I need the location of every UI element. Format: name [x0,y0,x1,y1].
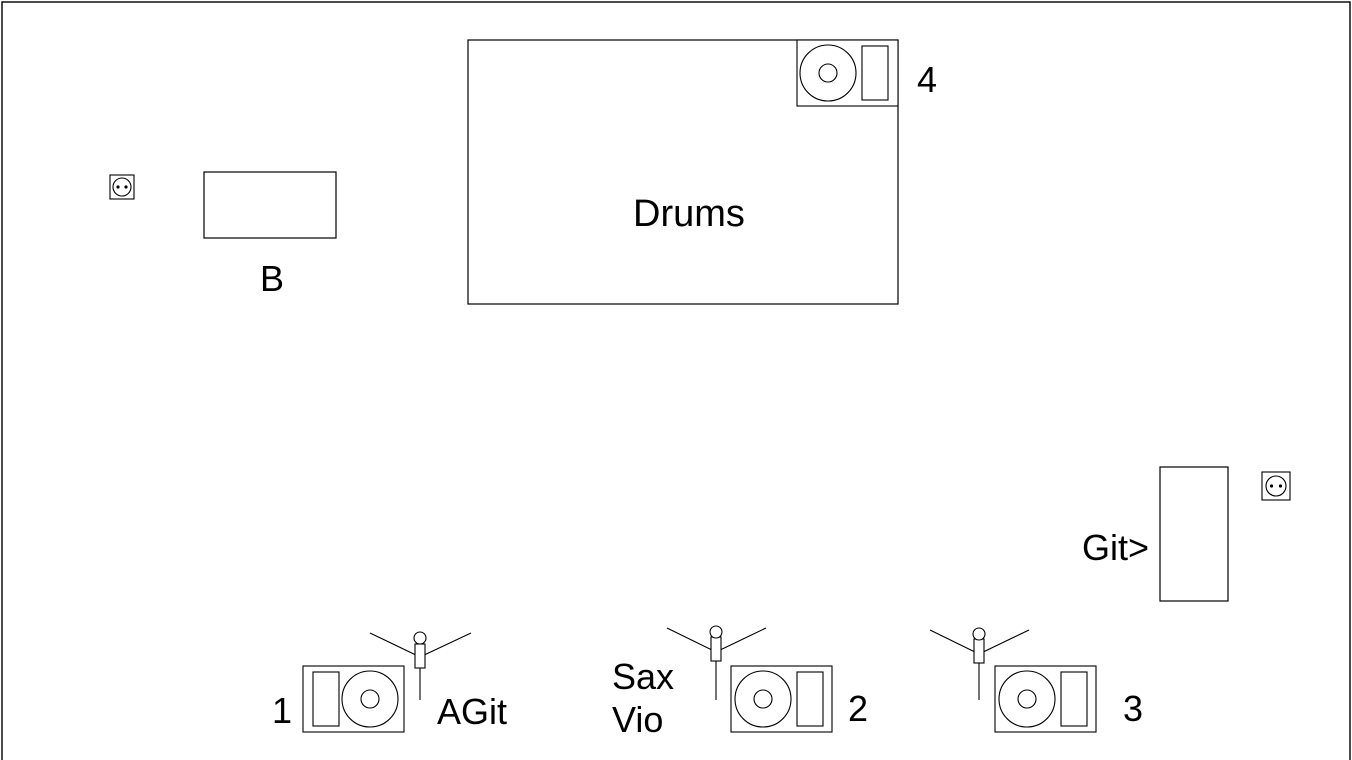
monitor-3-horn [1060,671,1088,727]
monitor-4-label: 4 [917,59,937,100]
guitar-amp: Git> [1082,466,1229,602]
mic-stand-icon [929,627,1030,700]
violin-label: Vio [612,699,663,740]
monitor-1: 1 [272,665,405,733]
guitar-label: Git> [1082,527,1149,568]
drums-label: Drums [633,193,745,235]
monitor-1-cone [360,689,380,709]
power-outlet-icon [1261,471,1291,501]
monitor-3-cone [1017,689,1037,709]
monitor-2-cone [753,689,773,709]
monitor-2-label: 2 [848,688,868,729]
monitor-2: 2 [730,665,868,733]
sax-label: Sax [612,656,674,697]
power-outlet-icon [109,174,135,200]
monitor-2-horn [796,671,824,727]
bass-label: B [260,258,284,299]
mic-stand-icon [666,625,767,700]
guitar-amp-box [1159,466,1229,602]
monitor-1-horn [312,671,340,727]
monitor-4: 4 [796,39,937,107]
monitor-4-cone [818,63,838,83]
monitor-4-horn [861,45,889,101]
monitor-3-label: 3 [1123,688,1143,729]
bass-amp: B [203,171,337,299]
mic-stand-icon [369,631,472,700]
bass-amp-box [203,171,337,239]
monitor-3: 3 [994,665,1143,733]
monitor-1-label: 1 [272,690,292,731]
acoustic-guitar-label: AGit [437,691,507,732]
